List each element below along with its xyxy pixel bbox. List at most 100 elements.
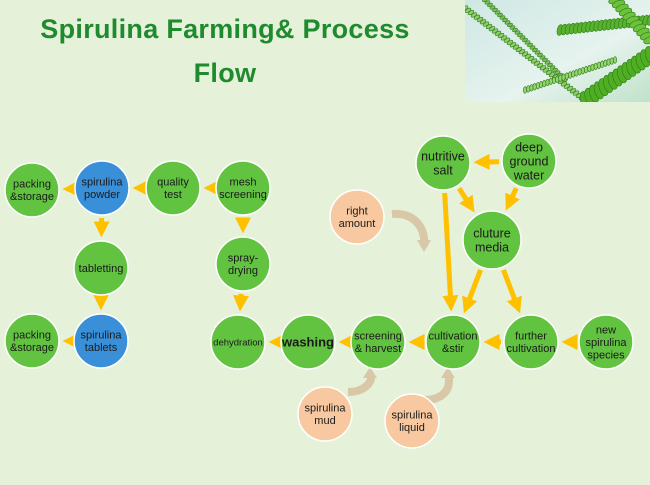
- node-label: tabletting: [79, 263, 124, 275]
- arrow-culture-media-to-cultivation-stir: [462, 268, 483, 314]
- node-label: further: [515, 331, 547, 343]
- node-packing-storage-top: packing&storage: [4, 162, 60, 218]
- node-label: packing: [13, 330, 51, 342]
- spiral-coil: [643, 35, 650, 45]
- spiral-coil: [492, 7, 498, 13]
- curved-arrowhead-right-amount: [417, 240, 431, 252]
- node-circle-tabletting: [73, 240, 129, 296]
- node-label: & harvest: [355, 343, 401, 355]
- node-circle-deep-ground-water: [501, 133, 557, 189]
- spiral-coil: [613, 56, 617, 64]
- spiral-coil: [509, 25, 516, 30]
- spiral-coil: [524, 40, 531, 45]
- node-label: &stir: [442, 343, 464, 355]
- spiral-coil: [527, 42, 533, 48]
- node-dehydration: dehydration: [210, 314, 266, 370]
- node-label: species: [587, 349, 625, 361]
- node-label: drying: [228, 265, 258, 277]
- node-circle-spirulina-powder: [74, 160, 130, 216]
- node-circle-cultivation-stir: [425, 314, 481, 370]
- node-circle-spray-drying: [215, 236, 271, 292]
- node-label: cluture: [473, 227, 511, 241]
- node-circle-packing-storage-top: [4, 162, 60, 218]
- node-circle-nutritive-salt: [415, 135, 471, 191]
- spiral-coil: [489, 5, 496, 10]
- node-label: cultivation: [507, 343, 556, 355]
- arrow-culture-media-to-further-cultivation: [501, 268, 522, 314]
- node-circle-culture-media: [462, 210, 522, 270]
- node-label: water: [513, 169, 545, 183]
- node-label: quality: [157, 177, 189, 189]
- spiral-coil: [552, 67, 558, 73]
- spiral-coil: [554, 70, 561, 75]
- spiral-coil: [547, 62, 553, 68]
- spiral-coil: [514, 30, 521, 35]
- node-circle-further-cultivation: [503, 314, 559, 370]
- node-circle-quality-test: [145, 160, 201, 216]
- node-label: test: [164, 189, 182, 201]
- spiral-coil: [507, 22, 513, 28]
- curved-arrowhead-mud: [363, 367, 377, 378]
- node-circle-new-spirulina-species: [578, 314, 634, 370]
- spiral-coil: [537, 52, 543, 58]
- node-circle-dehydration: [210, 314, 266, 370]
- node-label: deep: [515, 141, 543, 155]
- spiral-coil: [532, 47, 538, 53]
- node-label: spirulina: [305, 403, 347, 415]
- arrow-nutritive-salt-to-culture-media: [456, 186, 475, 213]
- node-label: mesh: [230, 177, 257, 189]
- spiral-coil: [549, 65, 556, 70]
- node-label: mud: [314, 415, 335, 427]
- arrow-deep-ground-water-to-culture-media: [505, 187, 520, 211]
- node-label: screening: [219, 189, 267, 201]
- node-label: screening: [354, 331, 402, 343]
- node-circle-spirulina-tablets: [73, 313, 129, 369]
- spiral-coil: [529, 45, 536, 50]
- node-label: tablets: [85, 342, 118, 354]
- node-label: right: [346, 206, 367, 218]
- node-spray-drying: spray-drying: [215, 236, 271, 292]
- node-tabletting: tabletting: [73, 240, 129, 296]
- spiral-coil: [519, 35, 526, 40]
- node-circle-spirulina-mud: [297, 386, 353, 442]
- node-label: media: [475, 241, 509, 255]
- node-cultivation-stir: cultivation&stir: [425, 314, 481, 370]
- node-label: spray-: [228, 253, 259, 265]
- spiral-coil: [512, 27, 518, 33]
- spirulina-photo: [465, 0, 650, 102]
- node-label: dehydration: [213, 337, 263, 348]
- node-circle-washing: [280, 314, 336, 370]
- node-screening-harvest: screening& harvest: [350, 314, 406, 370]
- arrow-nutritive-salt-to-cultivation-stir: [442, 192, 459, 312]
- node-label: spirulina: [392, 410, 434, 422]
- node-label: spirulina: [82, 177, 124, 189]
- spiral-coil: [517, 32, 523, 38]
- spiral-coil: [504, 20, 511, 25]
- node-circle-packing-storage-bottom: [4, 313, 60, 369]
- curved-arrowhead-liquid: [441, 367, 455, 378]
- spiral-coil: [502, 17, 508, 23]
- title-line-2: Flow: [193, 58, 257, 88]
- spiral-coil: [499, 15, 506, 20]
- spiral-coil: [484, 0, 491, 5]
- node-label: spirulina: [586, 337, 628, 349]
- arrow-spray-drying-to-dehydration: [232, 293, 249, 312]
- spiral-coil: [539, 55, 546, 60]
- spiral-coil: [542, 57, 548, 63]
- node-label: washing: [281, 335, 334, 350]
- node-label: &storage: [10, 191, 54, 203]
- node-label: amount: [339, 218, 376, 230]
- node-circle-mesh-screening: [215, 160, 271, 216]
